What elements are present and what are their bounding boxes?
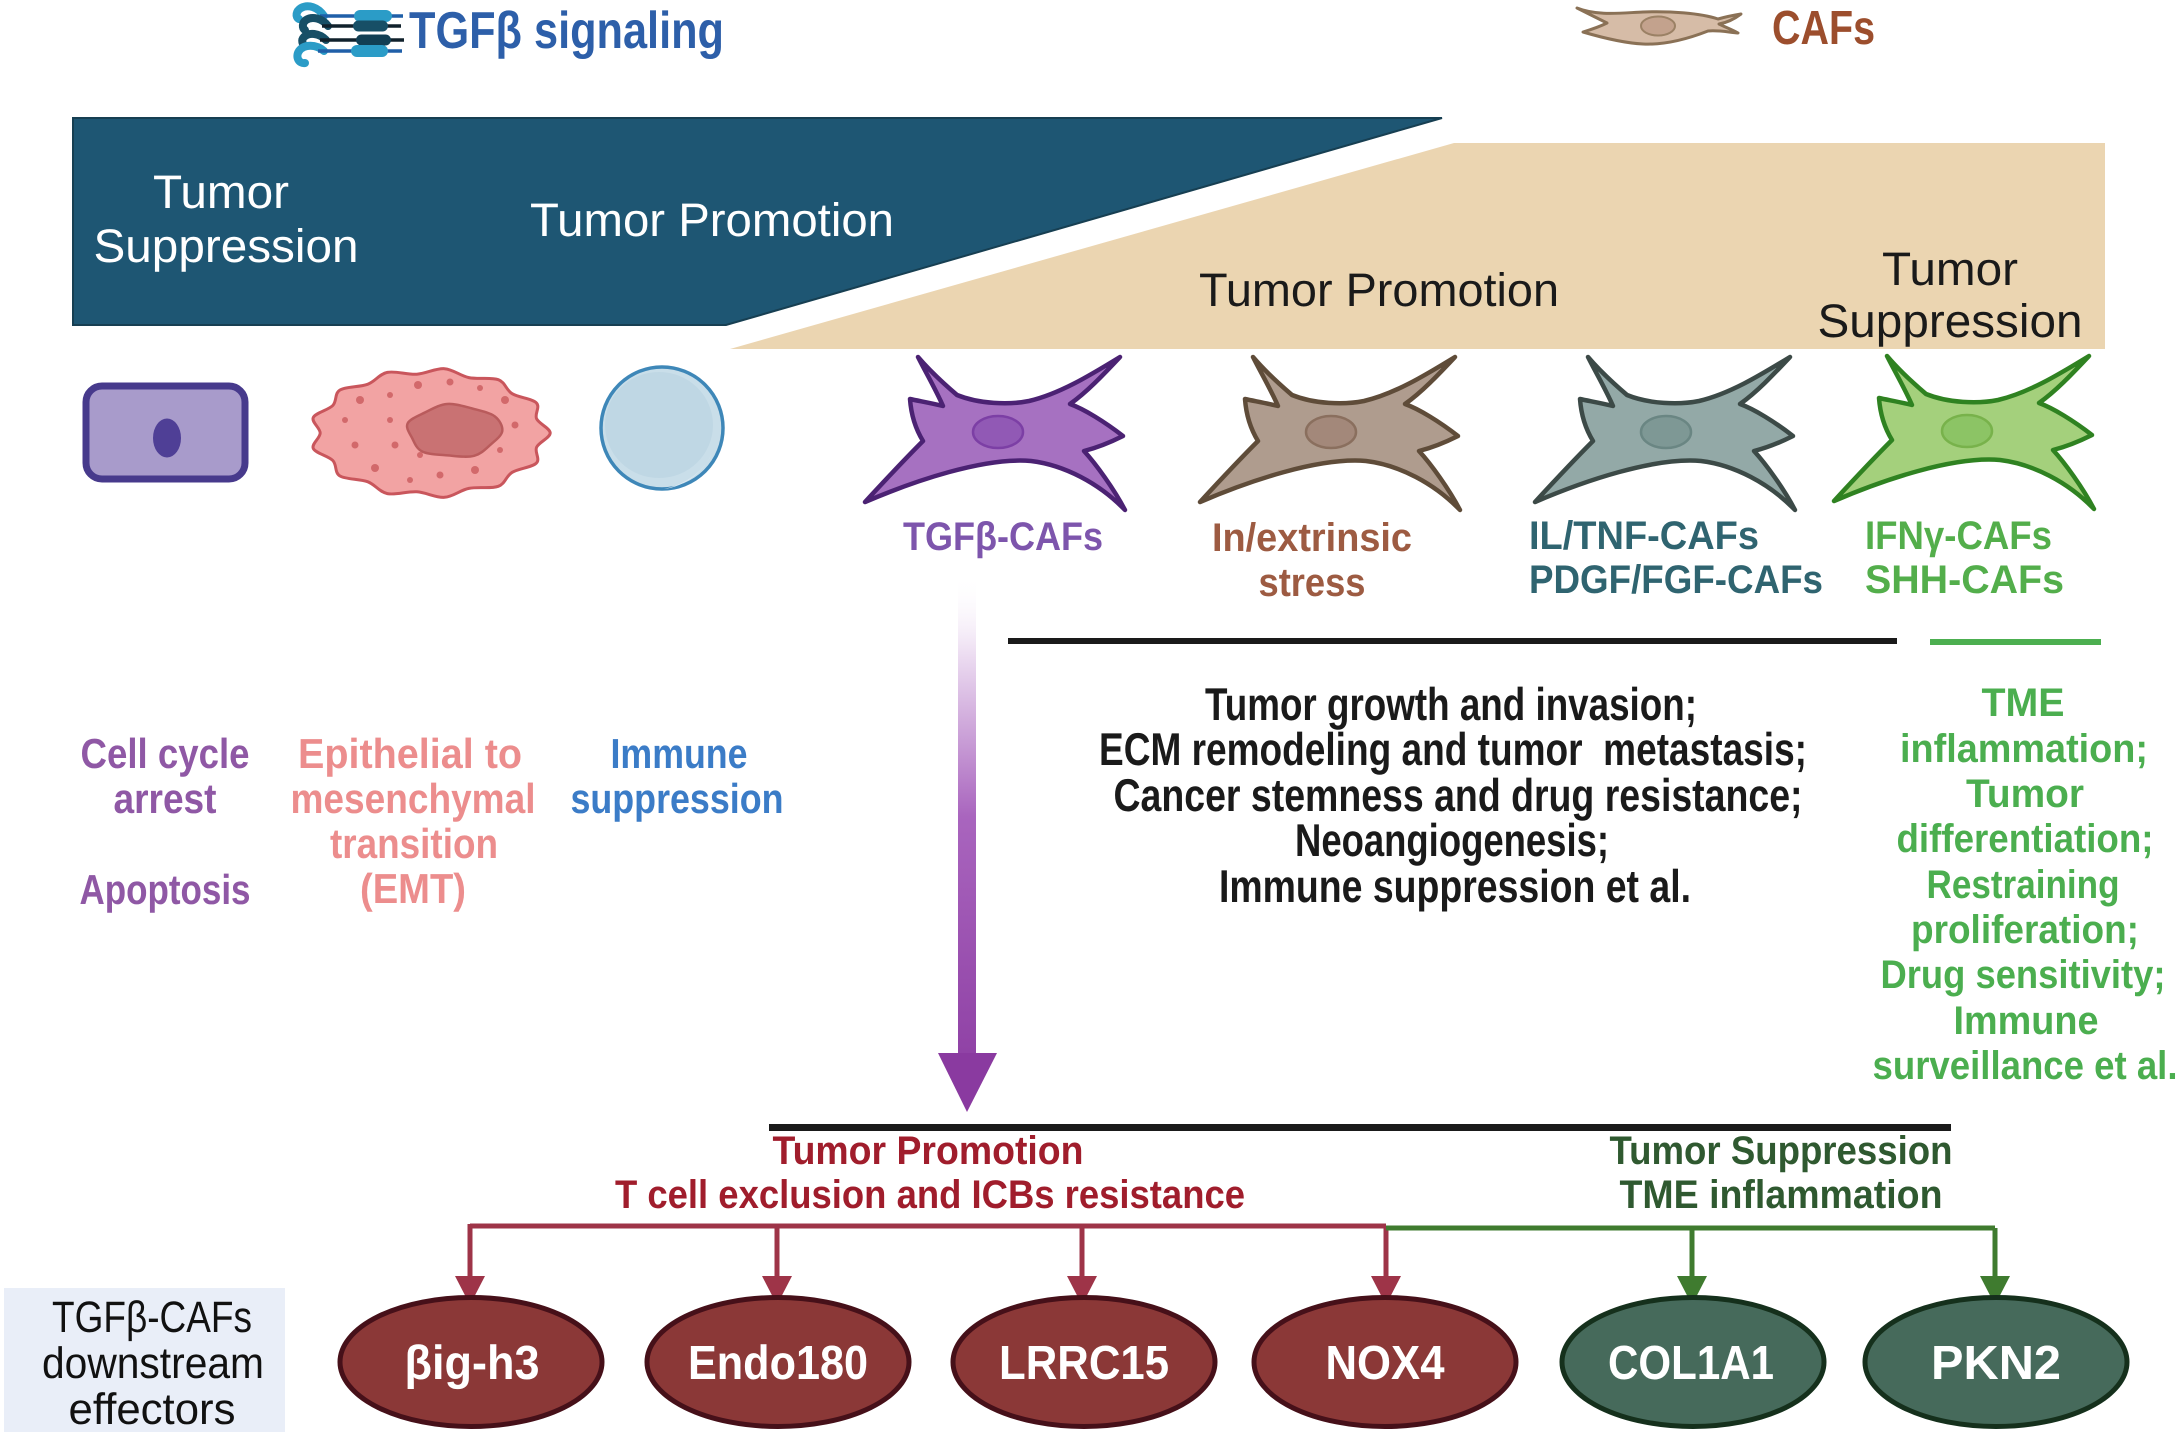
svg-text:Immune: Immune (611, 730, 748, 777)
svg-text:Immune: Immune (1954, 999, 2099, 1043)
svg-text:In/extrinsic: In/extrinsic (1212, 516, 1412, 560)
svg-text:transition: transition (330, 820, 498, 867)
svg-text:Restraining: Restraining (1927, 863, 2120, 907)
svg-text:Immune suppression et al.: Immune suppression et al. (1219, 860, 1691, 912)
svg-text:Endo180: Endo180 (688, 1337, 868, 1390)
svg-text:CAFs: CAFs (1772, 2, 1875, 55)
svg-text:Epithelial to: Epithelial to (298, 730, 522, 777)
svg-text:NOX4: NOX4 (1326, 1337, 1445, 1390)
svg-text:Tumor Promotion: Tumor Promotion (1199, 263, 1559, 316)
svg-text:Tumor: Tumor (1882, 242, 2018, 295)
svg-text:LRRC15: LRRC15 (999, 1337, 1169, 1390)
svg-text:PKN2: PKN2 (1931, 1337, 2061, 1390)
svg-text:βig-h3: βig-h3 (405, 1337, 540, 1390)
svg-text:arrest: arrest (114, 775, 217, 822)
svg-text:ECM remodeling and tumor meta: ECM remodeling and tumor metastasis; (1099, 723, 1807, 775)
svg-text:suppression: suppression (571, 775, 784, 822)
svg-text:IFNγ-CAFs: IFNγ-CAFs (1865, 514, 2052, 558)
svg-text:PDGF/FGF-CAFs: PDGF/FGF-CAFs (1529, 558, 1823, 602)
svg-text:surveillance et al.: surveillance et al. (1873, 1044, 2178, 1088)
svg-text:Apoptosis: Apoptosis (80, 866, 251, 913)
svg-text:COL1A1: COL1A1 (1608, 1337, 1774, 1390)
svg-text:(EMT): (EMT) (360, 865, 466, 912)
svg-text:Tumor Suppression: Tumor Suppression (1610, 1129, 1953, 1173)
svg-text:Tumor Promotion: Tumor Promotion (530, 193, 894, 246)
svg-text:TGFβ signaling: TGFβ signaling (409, 2, 724, 60)
svg-text:Suppression: Suppression (1818, 294, 2083, 347)
svg-text:Tumor: Tumor (153, 165, 289, 218)
svg-text:inflammation;: inflammation; (1900, 727, 2148, 771)
svg-text:TGFβ-CAFs: TGFβ-CAFs (52, 1293, 252, 1342)
svg-text:TGFβ-CAFs: TGFβ-CAFs (903, 515, 1103, 559)
svg-text:differentiation;: differentiation; (1897, 817, 2154, 861)
svg-text:Cancer stemness and drug resis: Cancer stemness and drug resistance; (1114, 769, 1803, 821)
svg-text:Tumor Promotion: Tumor Promotion (773, 1129, 1084, 1173)
svg-text:Drug sensitivity;: Drug sensitivity; (1881, 953, 2166, 997)
svg-text:Cell cycle: Cell cycle (81, 730, 250, 777)
svg-text:TME: TME (1982, 681, 2065, 725)
svg-text:effectors: effectors (69, 1385, 236, 1434)
svg-text:Suppression: Suppression (94, 219, 359, 272)
svg-text:stress: stress (1259, 561, 1366, 605)
svg-text:Tumor: Tumor (1966, 772, 2084, 816)
svg-text:downstream: downstream (42, 1339, 264, 1388)
svg-text:IL/TNF-CAFs: IL/TNF-CAFs (1529, 514, 1759, 558)
svg-text:Neoangiogenesis;: Neoangiogenesis; (1295, 814, 1609, 866)
svg-text:SHH-CAFs: SHH-CAFs (1865, 558, 2064, 602)
svg-text:Tumor growth and invasion;: Tumor growth and invasion; (1205, 678, 1697, 730)
svg-text:TME inflammation: TME inflammation (1620, 1173, 1943, 1217)
svg-text:proliferation;: proliferation; (1911, 908, 2139, 952)
svg-text:T cell exclusion and ICBs resi: T cell exclusion and ICBs resistance (615, 1173, 1245, 1217)
svg-text:mesenchymal: mesenchymal (291, 775, 536, 822)
